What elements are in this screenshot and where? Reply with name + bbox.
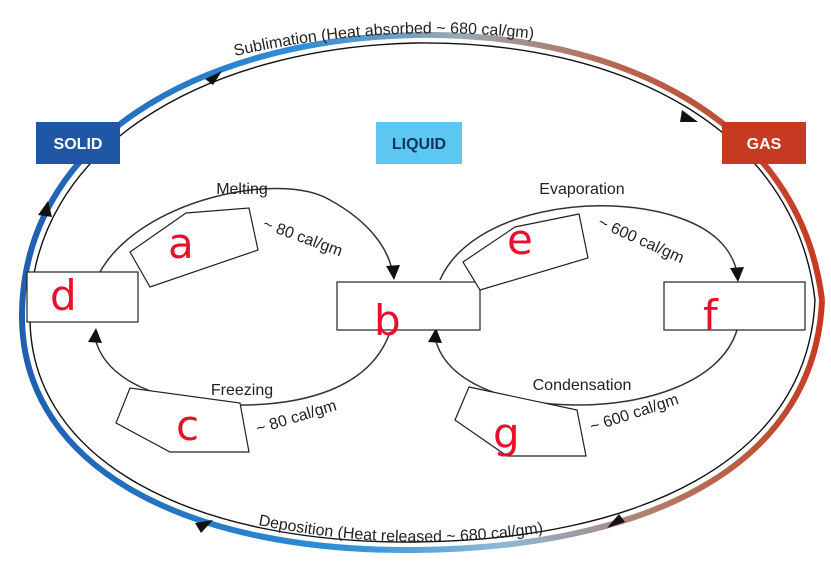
evaporation-label: Evaporation (539, 181, 624, 198)
answer-box-e[interactable] (462, 213, 589, 291)
answer-box-a[interactable] (129, 207, 259, 288)
handwritten-b: b (374, 296, 401, 345)
melting-arrowhead (386, 265, 400, 280)
handwritten-g: g (493, 409, 520, 458)
outer-arrowhead-5 (195, 520, 213, 533)
condensation-label: Condensation (533, 377, 632, 394)
solid-label: SOLID (54, 136, 103, 153)
answer-box-g[interactable] (454, 386, 587, 457)
melting-heat-label: ~ 80 cal/gm (261, 216, 345, 260)
evaporation-arrow (439, 205, 739, 281)
melting-label: Melting (216, 181, 268, 198)
outer-arrowhead-3 (680, 110, 698, 122)
answer-box-c[interactable] (115, 387, 250, 453)
freezing-arrowhead (88, 328, 102, 343)
liquid-box (376, 122, 462, 164)
evaporation-arrowhead (730, 267, 744, 282)
handwritten-c: c (176, 401, 199, 450)
solid-box (36, 122, 120, 164)
condensation-arrowhead (428, 328, 442, 343)
outer-arrowhead-4 (607, 514, 625, 528)
gas-label: GAS (747, 136, 782, 153)
freezing-label: Freezing (211, 382, 273, 399)
handwritten-d: d (50, 271, 77, 320)
deposition-band (19, 299, 825, 554)
outer-arrowhead-1 (38, 201, 52, 217)
liquid-label: LIQUID (392, 136, 446, 153)
answer-box-f[interactable] (663, 281, 806, 331)
handwritten-e: e (507, 215, 533, 264)
answer-box-b[interactable] (336, 281, 481, 331)
gas-box (722, 122, 806, 164)
answer-box-d[interactable] (26, 271, 139, 323)
sublimation-band (18, 31, 825, 321)
condensation-arrow (434, 329, 738, 406)
evaporation-heat-label: ~ 600 cal/gm (595, 214, 686, 267)
deposition-arrow (29, 299, 816, 543)
condensation-heat-label: ~ 600 cal/gm (588, 391, 681, 436)
melting-arrow (99, 187, 394, 277)
handwritten-a: a (168, 219, 194, 268)
outer-arrowhead-2 (205, 71, 222, 85)
handwritten-f: f (703, 291, 719, 340)
